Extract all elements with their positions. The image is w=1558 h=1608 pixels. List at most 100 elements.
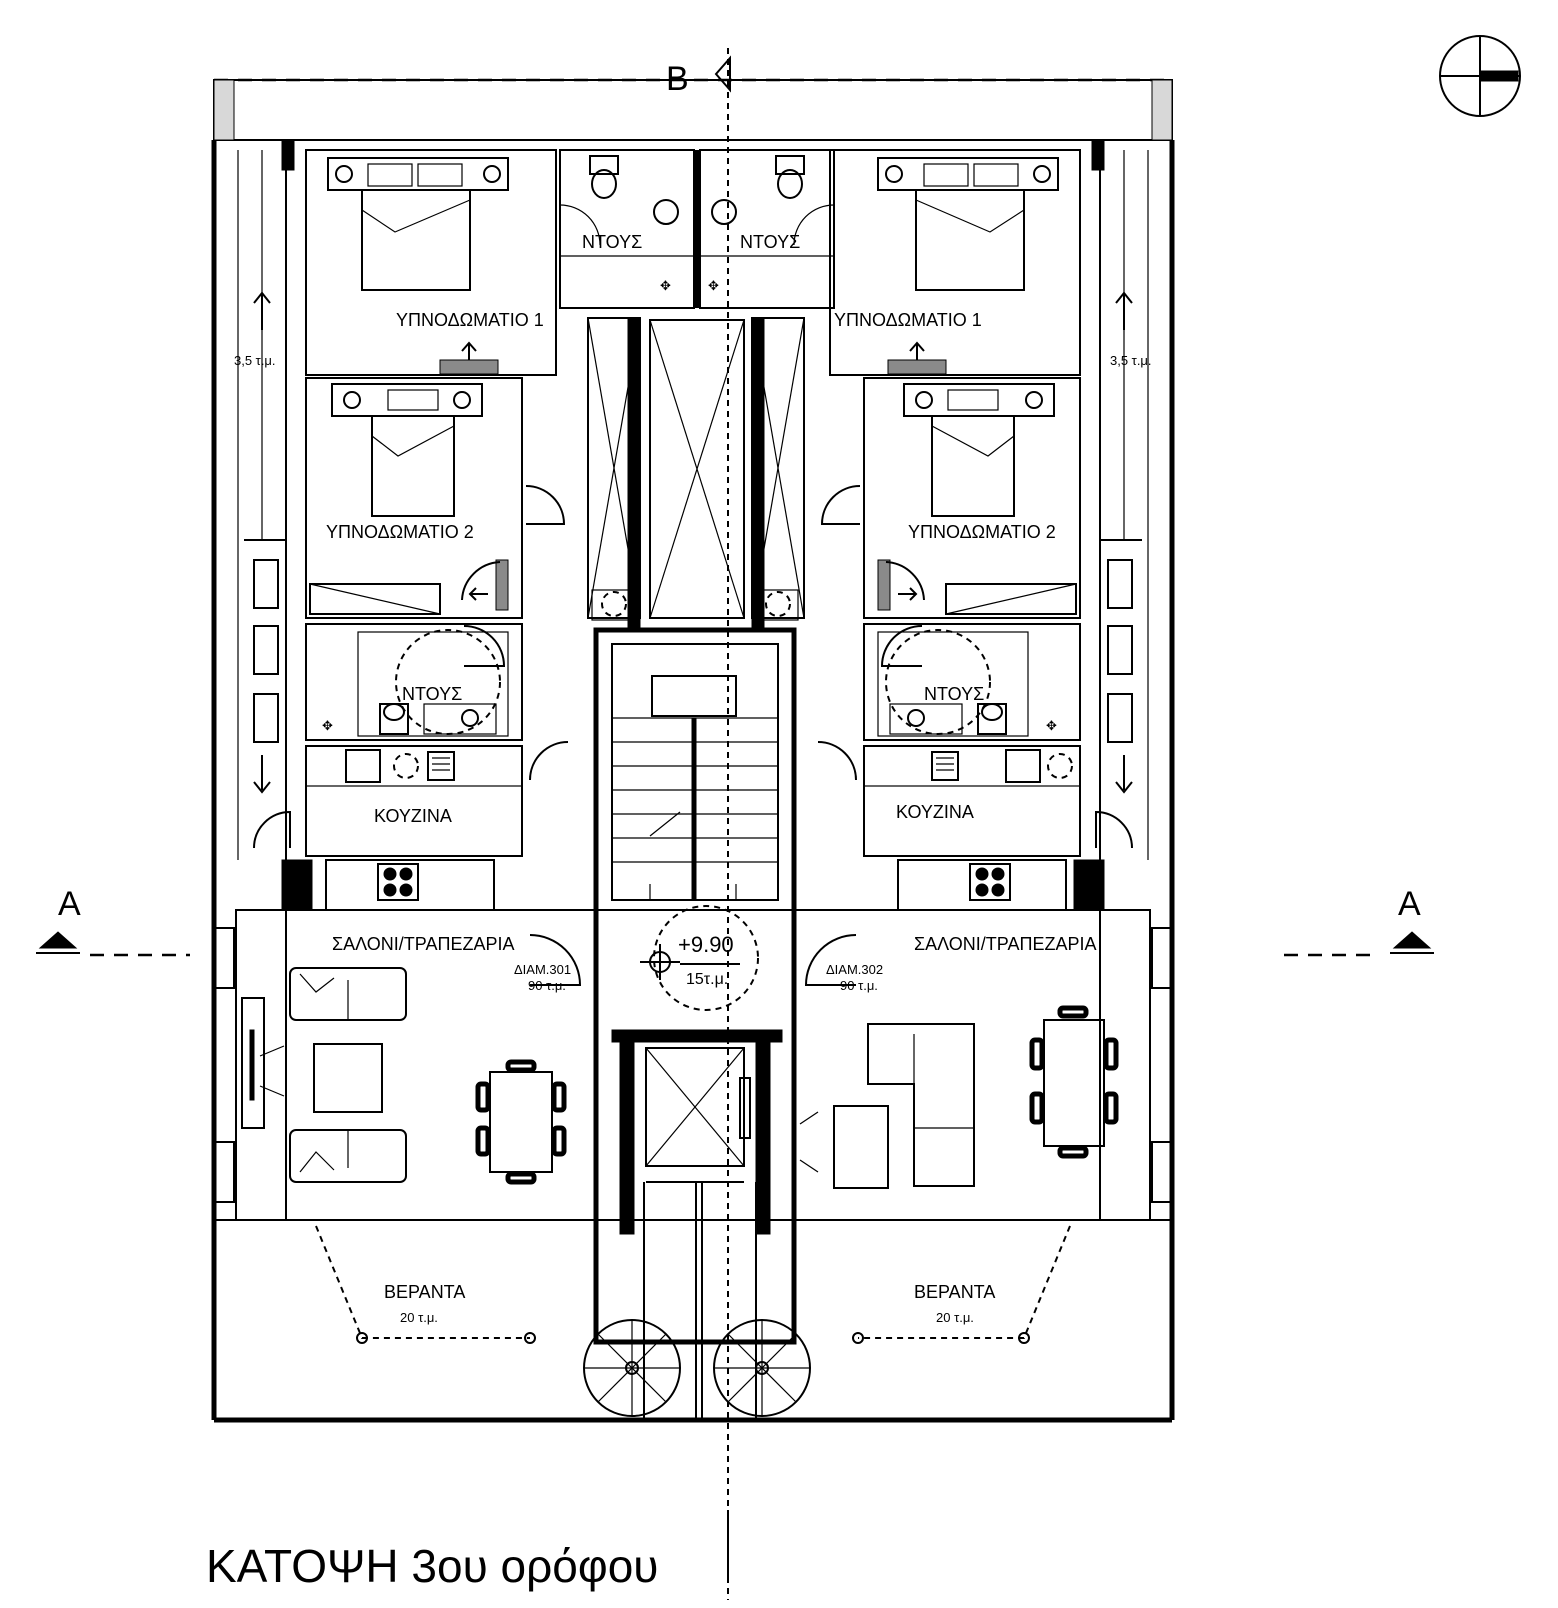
shower-top-right — [699, 149, 835, 309]
door-swing-icon — [820, 485, 861, 525]
sink-icon — [1005, 749, 1041, 783]
door-swing-icon — [463, 625, 506, 667]
side-balcony-left-area: 3,5 τ.μ. — [234, 353, 276, 368]
landing-level-marker: +9.90 15τ.μ. — [640, 905, 759, 1011]
kitchen-left — [305, 745, 523, 857]
building-outline — [211, 78, 1175, 1423]
stove-icon — [377, 863, 419, 901]
shower-top-left-label: ΝΤΟΥΣ — [582, 232, 642, 252]
tile-symbol: ✥ — [322, 718, 333, 733]
side-balcony-left: 3,5 τ.μ. — [234, 150, 291, 860]
door-swing-icon — [880, 625, 923, 667]
spiral-stair-icon — [583, 1319, 681, 1417]
shower-top-right-label: ΝΤΟΥΣ — [740, 232, 800, 252]
section-mark-b: B — [666, 60, 689, 98]
arrow-left-icon — [468, 587, 488, 601]
side-balcony-right: 3,5 τ.μ. — [1095, 150, 1152, 860]
arrow-up-icon — [461, 341, 477, 360]
bedroom2-left-label: ΥΠΝΟΔΩΜΑΤΙΟ 2 — [326, 522, 474, 542]
landing-level: +9.90 — [678, 932, 734, 957]
arrow-down-icon — [253, 755, 271, 794]
shower-top-left — [559, 149, 695, 309]
dining-table-icon — [475, 1059, 567, 1185]
coffee-table — [313, 1043, 383, 1113]
arrow-up-icon — [1115, 291, 1133, 330]
north-compass-icon — [1439, 35, 1521, 117]
landing-area: 15τ.μ. — [686, 971, 728, 988]
section-line-a: A A — [36, 885, 1434, 957]
bedroom2-right — [863, 377, 1081, 619]
washer-icon — [393, 753, 419, 779]
door-swing-icon — [1095, 810, 1133, 849]
living-right-label: ΣΑΛΟΝΙ/ΤΡΑΠΕΖΑΡΙΑ — [914, 934, 1096, 954]
section-arrow-icon — [714, 55, 731, 93]
entry-door-left[interactable] — [529, 934, 582, 986]
section-line-b: B — [666, 48, 731, 1600]
door-swing-icon — [253, 810, 291, 849]
sink-icon — [345, 749, 381, 783]
arrow-down-icon — [1115, 755, 1133, 794]
coffee-table — [833, 1105, 889, 1189]
bathroom-left — [305, 623, 523, 741]
shower-mid-left-label: ΝΤΟΥΣ — [402, 684, 462, 704]
sink-icon — [711, 199, 737, 225]
bedroom1-left-label: ΥΠΝΟΔΩΜΑΤΙΟ 1 — [396, 310, 544, 330]
toilet-icon — [589, 155, 619, 199]
section-arrow-icon — [1392, 931, 1432, 949]
sink-icon — [653, 199, 679, 225]
apartment-right-area: 90 τ.μ. — [840, 978, 878, 993]
bedroom2-right-label: ΥΠΝΟΔΩΜΑΤΙΟ 2 — [908, 522, 1056, 542]
tile-symbol: ✥ — [1046, 718, 1057, 733]
central-core: ΝΤΟΥΣ ΝΤΟΥΣ ✥ ✥ — [559, 149, 835, 1420]
sofa-icon — [289, 967, 407, 1021]
kitchen-left-label: ΚΟΥΖΙΝΑ — [374, 806, 452, 826]
stove-icon — [969, 863, 1011, 901]
sofa-icon — [867, 1023, 975, 1187]
bed-icon — [877, 157, 1059, 291]
apartment-right: ΥΠΝΟΔΩΜΑΤΙΟ 1 ΥΠΝΟΔΩΜΑΤΙΟ 2 ΝΤΟΥΣ ✥ — [799, 149, 1173, 1344]
living-left-label: ΣΑΛΟΝΙ/ΤΡΑΠΕΖΑΡΙΑ — [332, 934, 514, 954]
washer-icon — [1047, 753, 1073, 779]
bed-icon — [903, 383, 1055, 517]
apartment-left: ΥΠΝΟΔΩΜΑΤΙΟ 1 ΥΠΝΟΔΩΜΑΤΙΟ 2 ΝΤΟΥΣ ✥ — [213, 149, 582, 1344]
sofa-icon — [289, 1129, 407, 1183]
shower-mid-right-label: ΝΤΟΥΣ — [924, 684, 984, 704]
spiral-stair-icon — [713, 1319, 811, 1417]
bedroom1-right — [829, 149, 1081, 376]
door-swing-icon — [525, 485, 566, 525]
section-arrow-icon — [38, 931, 78, 949]
door-swing-icon — [885, 561, 925, 601]
bedroom1-right-label: ΥΠΝΟΔΩΜΑΤΙΟ 1 — [834, 310, 982, 330]
elevator-icon — [649, 319, 745, 619]
veranda-left-label: ΒΕΡΑΝΤΑ — [384, 1282, 465, 1302]
bed-icon — [331, 383, 483, 517]
bed-icon — [327, 157, 509, 291]
svg-text:✥: ✥ — [660, 278, 671, 293]
toilet-icon — [977, 703, 1007, 735]
svg-text:✥: ✥ — [708, 278, 719, 293]
toilet-icon — [775, 155, 805, 199]
section-mark-a-right: A — [1398, 885, 1421, 923]
veranda-right-label: ΒΕΡΑΝΤΑ — [914, 1282, 995, 1302]
arrow-right-icon — [898, 587, 918, 601]
tv-unit — [241, 997, 265, 1129]
bathroom-right — [863, 623, 1081, 741]
sink-icon — [907, 709, 925, 727]
toilet-icon — [379, 703, 409, 735]
drawing-title: ΚΑΤΟΨΗ 3ου ορόφου — [206, 1540, 658, 1592]
door-swing-icon — [529, 741, 569, 781]
side-balcony-right-area: 3,5 τ.μ. — [1110, 353, 1152, 368]
door-swing-icon — [461, 561, 501, 601]
dining-table-icon — [1029, 1005, 1119, 1159]
door-swing-icon — [817, 741, 857, 781]
bedroom1-left — [305, 149, 557, 376]
arrow-up-icon — [909, 341, 925, 360]
entry-door-right[interactable] — [804, 934, 857, 986]
kitchen-right-label: ΚΟΥΖΙΝΑ — [896, 802, 974, 822]
elevator-icon — [645, 1047, 745, 1167]
kitchen-right — [863, 745, 1081, 857]
apartment-left-id: ΔΙΑΜ.301 — [514, 962, 571, 977]
section-mark-a-left: A — [58, 885, 81, 923]
bedroom2-left — [305, 377, 523, 619]
